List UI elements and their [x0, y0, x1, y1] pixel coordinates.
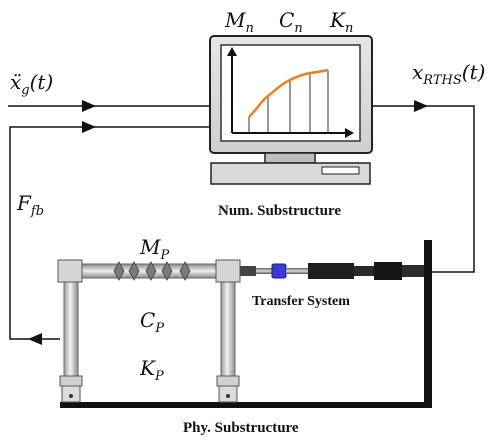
mass-plates [113, 261, 191, 281]
phy-damping-label: CP [140, 308, 164, 336]
plot-y-arrow-icon [227, 47, 237, 56]
feedback-in-arrow-icon [82, 121, 96, 133]
output-arrow-icon [414, 100, 428, 112]
phy-mass-label: MP [139, 235, 169, 263]
feedback-out-arrow-icon [28, 333, 42, 345]
num-substructure-caption: Num. Substructure [218, 203, 341, 219]
frame-column-right [216, 278, 240, 403]
reaction-wall [424, 240, 432, 408]
actuator-icon [240, 262, 424, 280]
floor-slab [60, 402, 432, 408]
phy-substructure-caption: Phy. Substructure [183, 420, 299, 436]
plot-x-arrow-icon [345, 128, 354, 138]
beam-joint-right [215, 259, 241, 283]
monitor-stand [264, 152, 316, 164]
output-label: xRTHS(t) [412, 60, 485, 88]
transfer-system-caption: Transfer System [252, 294, 350, 309]
frame-column-left [59, 278, 83, 403]
computer-icon [209, 35, 373, 185]
output-signal-line [372, 105, 475, 273]
input-arrow-icon [82, 100, 96, 112]
load-cell-icon [271, 263, 287, 279]
disk-drive-icon [321, 166, 360, 175]
num-damping-label: Cn [279, 8, 303, 36]
phy-stiffness-label: KP [139, 356, 164, 384]
beam-joint-left [57, 259, 83, 283]
feedback-signal-line [9, 126, 210, 340]
ground-accel-label: ẍg(t) [10, 70, 53, 98]
num-stiffness-label: Kn [329, 8, 353, 36]
response-curve [248, 68, 329, 118]
feedback-force-label: Ffb [16, 191, 44, 219]
num-mass-label: Mn [224, 8, 254, 36]
